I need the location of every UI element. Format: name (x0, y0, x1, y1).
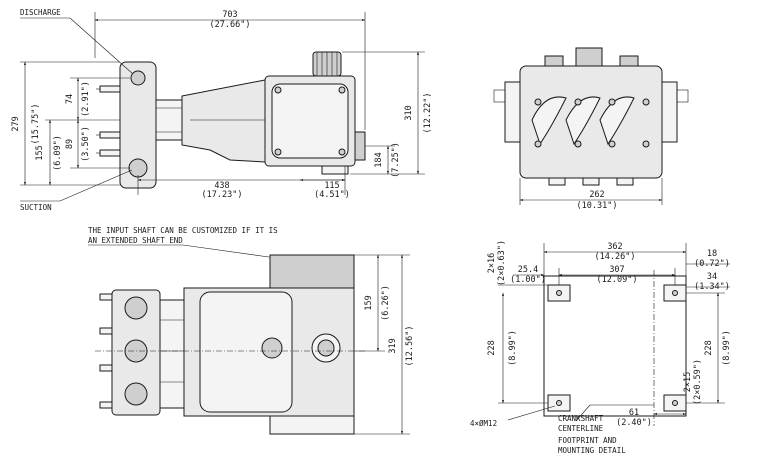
end-left-boss (504, 81, 521, 143)
dim-fp-left-height: 228 (487, 340, 497, 355)
dim-fp-right-height: 228 (704, 340, 714, 355)
crankcase-cover (271, 83, 349, 159)
dim-fp-edge-right: 18 (707, 249, 717, 259)
dim-full-width: 319 (388, 338, 398, 353)
crankshaft-label-1: CRANKSHAFT (558, 414, 604, 423)
oil-gauge (261, 337, 283, 359)
hole-spec-label: 4×ØM12 (470, 419, 497, 428)
stay-rod-block (155, 99, 183, 141)
dim-fp-centers-in: (12.09") (597, 275, 638, 285)
dim-half-width-in: (6.26") (381, 285, 391, 321)
note-line-2: AN EXTENDED SHAFT END (88, 236, 183, 245)
cylinder-1 (531, 96, 567, 146)
dim-lower-in: (6.09") (53, 135, 63, 171)
dim-end-width-in: (10.31") (577, 201, 618, 211)
dim-upper: 74 (65, 94, 75, 104)
dim-total-height-in: (12.22") (423, 93, 433, 134)
dim-fp-overall-in: (14.26") (595, 252, 636, 262)
top-head-bolts (99, 293, 113, 409)
dim-fp-centers: 307 (609, 265, 624, 275)
dim-shaft-height: 184 (374, 152, 384, 167)
dim-mid-in: (3.50") (81, 126, 91, 162)
dim-fp-slot-bottom: 2×15 (683, 372, 693, 392)
head-bolts (96, 85, 121, 157)
end-right-boss (661, 81, 678, 143)
dim-total-height: 310 (404, 105, 414, 120)
note-line-1: THE INPUT SHAFT CAN BE CUSTOMIZED IF IT … (88, 226, 278, 235)
footprint-title-1: FOOTPRINT AND (558, 436, 617, 445)
dim-base-length-in: (17.23") (202, 190, 243, 200)
suction-label: SUCTION (20, 203, 52, 212)
dim-height: 279 (11, 116, 21, 131)
dim-half-width: 159 (364, 295, 374, 310)
dim-end-width: 262 (589, 190, 604, 200)
input-shaft (354, 131, 366, 161)
side-view: 703 (27.66") 279 (15.75") 155 (6.09") 74… (11, 8, 433, 212)
top-stay-rods (159, 299, 185, 409)
dim-foot-length: 115 (324, 181, 339, 191)
dim-fp-slot-top: 2×16 (487, 253, 497, 273)
dim-fp-crank-offset-in: (2.40") (616, 418, 652, 428)
mounting-pads (547, 284, 687, 412)
dim-height-in: (15.75") (31, 104, 41, 145)
dim-foot-length-in: (4.51") (314, 190, 350, 200)
dim-fp-overall: 362 (607, 242, 622, 252)
crankcase-foot (321, 165, 349, 175)
suction-port (128, 158, 148, 178)
top-shaft-housing (269, 254, 355, 289)
dim-fp-crank-offset: 61 (629, 408, 639, 418)
crankcase-neck (181, 79, 266, 163)
dim-base-length: 438 (214, 181, 229, 191)
discharge-port (130, 70, 146, 86)
dim-fp-slot-top-in: (2×0.63") (497, 240, 507, 286)
dim-lower: 155 (35, 145, 45, 160)
end-bolts (534, 98, 650, 148)
crankshaft-label-2: CENTERLINE (558, 424, 604, 433)
discharge-label: DISCHARGE (20, 8, 61, 17)
dim-mid: 89 (65, 139, 75, 149)
dim-overall-length: 703 (222, 10, 237, 20)
dim-overall-length-in: (27.66") (210, 20, 251, 30)
cylinder-3 (599, 96, 635, 146)
dim-fp-offset-left: 25.4 (518, 265, 538, 275)
dim-fp-left-height-in: (8.99") (508, 330, 518, 366)
dim-shaft-height-in: (7.25") (391, 142, 401, 178)
top-view: THE INPUT SHAFT CAN BE CUSTOMIZED IF IT … (88, 226, 415, 435)
cylinder-2 (565, 96, 601, 146)
dim-fp-pad-right: 34 (707, 272, 717, 282)
dim-fp-pad-right-in: (1.34") (694, 282, 730, 292)
dim-fp-right-height-in: (8.99") (722, 330, 732, 366)
dim-upper-in: (2.91") (81, 81, 91, 117)
end-view: 262 (10.31") (493, 47, 689, 211)
dim-fp-edge-right-in: (0.72") (694, 259, 730, 269)
footprint-title-2: MOUNTING DETAIL (558, 446, 626, 455)
dim-fp-slot-bottom-in: (2×0.59") (693, 359, 703, 405)
dim-full-width-in: (12.56") (405, 326, 415, 367)
dim-fp-offset-left-in: (1.00") (510, 275, 546, 285)
footprint-view: 362 (14.26") 307 (12.09") 25.4 (1.00") 1… (470, 240, 732, 455)
